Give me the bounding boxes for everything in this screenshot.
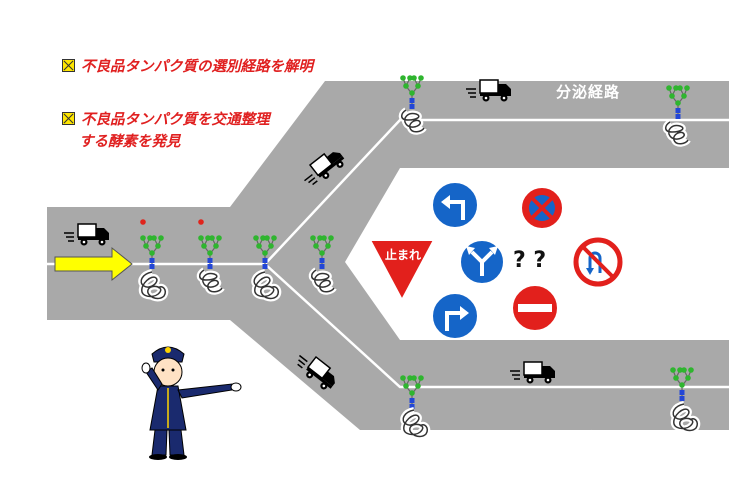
note-text: 不良品タンパク質の選別経路を解明 <box>81 59 313 75</box>
right-turn-sign <box>431 292 479 340</box>
stop-sign <box>368 239 436 303</box>
question-marks: ? ? <box>513 248 547 273</box>
note-enzyme-discovery: 不良品タンパク質を交通整理 <box>62 109 270 131</box>
road-network <box>47 81 729 430</box>
note-text: 不良品タンパク質を交通整理 <box>81 112 270 128</box>
checkbox-icon <box>62 112 75 125</box>
left-turn-sign <box>431 181 479 229</box>
note-sorting-pathway: 不良品タンパク質の選別経路を解明 <box>62 56 313 78</box>
route-label-degradation: 分解経路 <box>556 429 621 447</box>
stop-sign-label: 止まれ <box>384 248 421 262</box>
route-label-secretion: 分泌経路 <box>556 83 621 101</box>
glycoprotein-misfolded <box>140 219 165 298</box>
arrow-right-icon <box>54 246 133 282</box>
checkbox-icon <box>62 59 75 72</box>
note-text: する酵素を発見 <box>79 134 181 150</box>
left-right-sign <box>459 239 505 285</box>
no-parking-sign <box>520 186 564 230</box>
glycoprotein-folded <box>198 219 222 292</box>
no-entry-sign <box>511 284 559 332</box>
note-enzyme-discovery-cont: する酵素を発見 <box>79 131 181 153</box>
traffic-officer-icon <box>141 346 242 460</box>
no-u-turn-sign <box>573 237 623 287</box>
